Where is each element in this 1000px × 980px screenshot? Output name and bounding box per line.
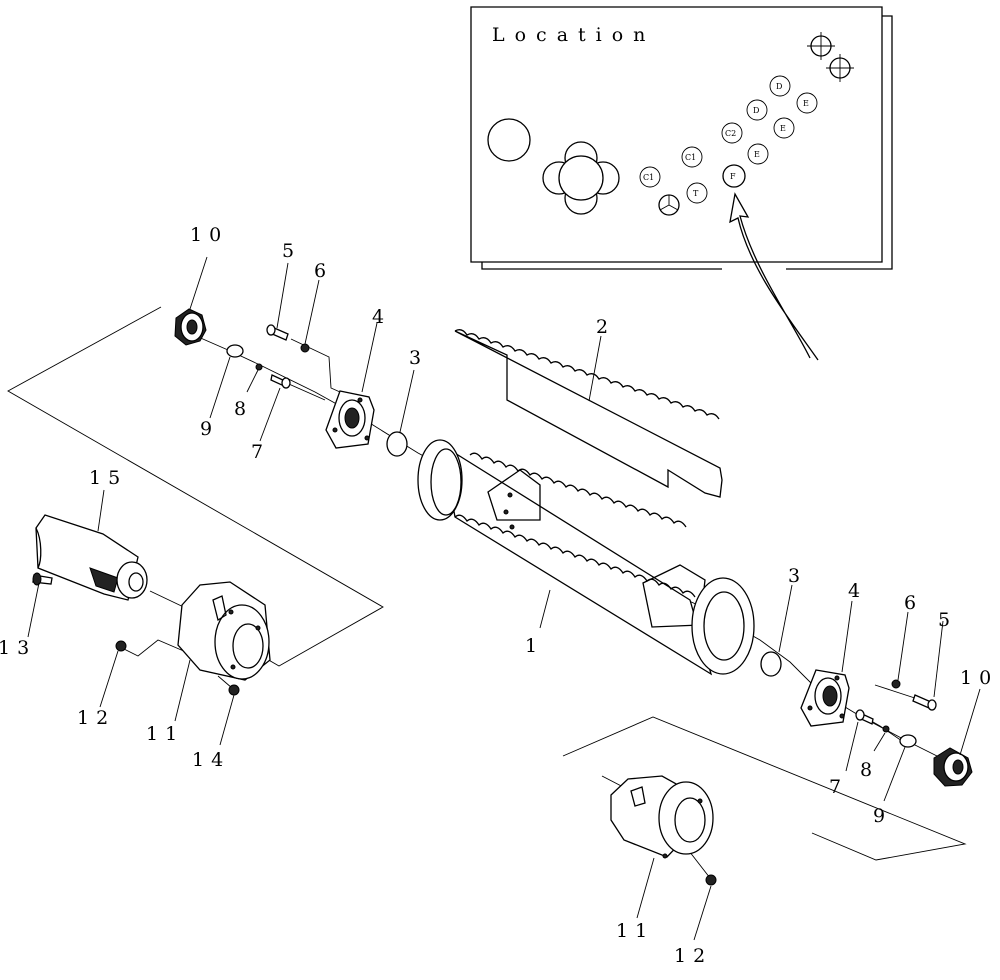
location-title: Location — [492, 24, 655, 46]
callout-12: 12 — [674, 945, 712, 967]
location-marker: C1 — [681, 146, 703, 168]
lock-washer-part — [255, 363, 263, 371]
callout-5: 5 — [282, 240, 301, 262]
callout-1: 1 — [525, 635, 544, 657]
location-pointer-arrow — [729, 192, 819, 361]
callout-leaders — [27, 256, 981, 941]
nut-part — [300, 343, 310, 353]
callout-6: 6 — [314, 260, 333, 282]
bolt-part — [266, 324, 289, 341]
nut-part — [115, 640, 127, 652]
callout-9: 9 — [200, 418, 219, 440]
location-marker: E — [796, 92, 818, 114]
washer-part — [226, 344, 244, 358]
callout-14: 14 — [192, 749, 230, 771]
callout-9: 9 — [873, 805, 892, 827]
svg-text:E: E — [754, 150, 760, 159]
svg-text:D: D — [776, 82, 782, 91]
callout-10: 10 — [960, 667, 998, 689]
nut-part — [705, 874, 717, 886]
location-symbol — [658, 194, 680, 216]
callout-5: 5 — [938, 609, 957, 631]
flange-part — [325, 390, 375, 449]
bolt-part — [270, 374, 291, 389]
svg-text:C2: C2 — [725, 129, 736, 138]
location-marker: E — [773, 117, 795, 139]
location-crosshair — [826, 54, 854, 82]
callout-7: 7 — [829, 776, 848, 798]
left-nut-leader — [121, 639, 233, 689]
location-marker: D — [769, 75, 791, 97]
callout-3: 3 — [409, 347, 428, 369]
nut-part — [228, 684, 240, 696]
o-ring-part — [386, 431, 408, 457]
callout-8: 8 — [234, 398, 253, 420]
location-marker: C1 — [639, 166, 661, 188]
callout-6: 6 — [904, 592, 923, 614]
callout-15: 15 — [89, 467, 127, 489]
motor-part — [35, 514, 148, 601]
svg-text:F: F — [730, 172, 736, 181]
right-group-outline — [562, 716, 967, 861]
left-group-outline — [7, 306, 384, 667]
callout-13: 13 — [0, 637, 36, 659]
callout-7: 7 — [251, 441, 270, 463]
callout-4: 4 — [848, 580, 867, 602]
callout-3: 3 — [788, 565, 807, 587]
location-panel — [470, 6, 893, 270]
right-bolt-leaders — [865, 684, 931, 742]
gear-part — [933, 747, 973, 787]
location-marker-highlighted: F — [722, 164, 746, 188]
bolt-part — [32, 572, 53, 586]
location-marker: E — [747, 143, 769, 165]
svg-text:T: T — [693, 189, 699, 198]
bolt-part — [912, 694, 937, 711]
svg-text:E: E — [780, 124, 786, 133]
callout-11: 11 — [146, 723, 184, 745]
svg-text:E: E — [803, 99, 809, 108]
toothed-strip-part — [454, 329, 723, 498]
svg-text:D: D — [753, 106, 759, 115]
callout-10: 10 — [190, 224, 228, 246]
lock-washer-part — [882, 725, 890, 733]
svg-text:C1: C1 — [685, 153, 696, 162]
callout-2: 2 — [596, 316, 615, 338]
location-marker: T — [686, 182, 708, 204]
flange-part — [800, 669, 850, 727]
nut-part — [891, 679, 901, 689]
housing-part — [177, 581, 271, 681]
o-ring-part — [760, 651, 782, 677]
washer-part — [899, 734, 917, 748]
location-large-circle — [487, 118, 531, 162]
callout-numbers: 10 5 6 4 3 2 9 8 7 15 13 12 11 14 1 3 4 … — [0, 224, 998, 967]
callout-11: 11 — [616, 920, 654, 942]
location-marker: D — [746, 99, 768, 121]
gear-part — [174, 308, 207, 346]
callout-4: 4 — [372, 306, 391, 328]
bolt-part — [855, 709, 874, 725]
left-bolt-leaders — [281, 338, 359, 401]
housing-part — [610, 775, 714, 859]
callout-8: 8 — [860, 759, 879, 781]
svg-text:C1: C1 — [643, 173, 654, 182]
callout-12: 12 — [77, 707, 115, 729]
location-marker: C2 — [721, 122, 743, 144]
location-cluster — [542, 141, 620, 215]
drum-part — [417, 439, 755, 676]
location-inset: Location D D E E C2 — [470, 6, 893, 361]
location-crosshair — [807, 32, 835, 60]
